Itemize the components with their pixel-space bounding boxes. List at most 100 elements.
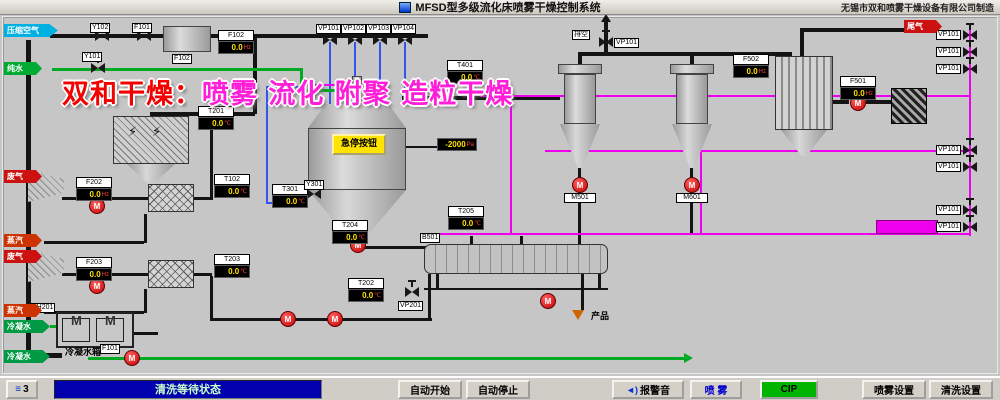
stream-label: 压缩空气 [4, 24, 58, 37]
instrument-tag: F203 [76, 257, 112, 268]
mute-alarm-button[interactable]: ◄)报警音 [612, 380, 684, 399]
valve-tag: F101 [132, 23, 152, 33]
pipe [480, 95, 970, 97]
instrument-unit: ℃ [240, 269, 247, 275]
valve-VP101[interactable] [963, 215, 977, 232]
valve-VP101[interactable] [963, 155, 977, 172]
pipe [132, 332, 158, 335]
page-button[interactable]: ≡ 3 [6, 380, 38, 399]
valve-VP201[interactable] [405, 280, 419, 297]
equipment-label: M [105, 313, 116, 328]
menu-icon: ≡ [15, 384, 22, 395]
vent-arrow-icon [601, 14, 611, 22]
pipe [831, 100, 849, 104]
pipe [253, 38, 257, 114]
instrument-tag: T204 [332, 220, 368, 231]
button-label: 报警音 [639, 386, 670, 397]
stream-label: 尾气 [904, 20, 942, 33]
heat-exchanger-2 [148, 260, 194, 288]
pipe [210, 276, 213, 320]
pump-motor[interactable]: M [124, 350, 140, 366]
pipe [52, 68, 302, 71]
pipe [604, 22, 608, 54]
pipe [581, 274, 584, 310]
valve-VP101[interactable] [963, 138, 977, 155]
instrument-unit: ℃ [473, 75, 480, 81]
cyclone2-body [676, 74, 708, 124]
valve-VP101[interactable] [963, 198, 977, 215]
pipe [578, 52, 690, 56]
valve-VP104[interactable] [398, 28, 412, 45]
equipment-label: 排空 [572, 30, 590, 40]
motor-letter: M [331, 314, 339, 324]
button-label: 喷雾设置 [874, 386, 914, 397]
fluid-bed [424, 244, 608, 274]
pump-tag: M601 [676, 193, 708, 203]
valve-VP102[interactable] [348, 28, 362, 45]
motor-letter: M [576, 180, 584, 190]
clean-settings-button[interactable]: 清洗设置 [929, 380, 993, 399]
instrument-tag: T301 [272, 184, 308, 195]
valve-Y301[interactable] [307, 182, 321, 199]
stream-label: 废气 [4, 170, 42, 183]
instrument-value: 0.0℃ [214, 265, 250, 278]
instrument-value: 0.0℃ [332, 231, 368, 244]
pipe [700, 152, 702, 233]
valve-tag: VP101 [936, 64, 962, 74]
valve-tag: VP101 [936, 30, 962, 40]
valve-VP101[interactable] [963, 40, 977, 57]
instrument-tag: F501 [840, 76, 876, 87]
speaker-icon: ◄) [626, 384, 638, 395]
motor-letter: M [854, 98, 862, 108]
spray-mode-button[interactable]: 喷 雾 [690, 380, 742, 399]
stream-label: 蒸汽 [4, 234, 42, 247]
stream-label: 冷凝水 [4, 320, 50, 333]
pump-motor[interactable]: M [540, 293, 556, 309]
instrument-unit: Hz [101, 191, 109, 198]
pipe [379, 42, 381, 106]
auto-stop-button[interactable]: 自动停止 [466, 380, 530, 399]
valve-VP101[interactable] [599, 30, 613, 47]
auto-start-button[interactable]: 自动开始 [398, 380, 462, 399]
motor-letter: M [354, 240, 362, 250]
equipment-label: 产品 [591, 311, 610, 321]
pipe [520, 236, 523, 246]
cyclone1-rim [558, 64, 602, 74]
spray-settings-button[interactable]: 喷雾设置 [862, 380, 926, 399]
stream-label: 废气 [4, 250, 42, 263]
valve-VP103[interactable] [373, 28, 387, 45]
watermark: 双和干燥：喷雾 流化 附聚 造粒干燥 [62, 72, 513, 111]
pump-motor[interactable]: M [327, 311, 343, 327]
pipe [404, 42, 406, 106]
instrument-unit: ℃ [474, 221, 481, 227]
stream-label: 纯水 [4, 62, 42, 75]
equipment-label: F101 [100, 344, 120, 354]
pipe [300, 68, 303, 92]
pump-motor[interactable]: M [280, 311, 296, 327]
heat-exchanger-1 [148, 184, 194, 212]
valve-tag: VP101 [936, 145, 962, 155]
valve-VP101[interactable] [323, 28, 337, 45]
instrument-unit: ℃ [358, 235, 365, 241]
valve-VP101[interactable] [963, 57, 977, 74]
motor-letter: M [544, 296, 552, 306]
atomizer-motor [352, 76, 362, 86]
watermark-brand: 双和干燥： [62, 79, 202, 110]
valve-VP101[interactable] [963, 23, 977, 40]
instrument-unit: ℃ [240, 189, 247, 195]
cip-button[interactable]: CIP [760, 380, 818, 399]
button-label: 自动开始 [410, 386, 450, 397]
spray-dryer-body [308, 128, 406, 190]
emergency-stop-button[interactable]: 急停按钮 [332, 134, 386, 155]
instrument-value: 0.0℃ [272, 195, 308, 208]
pipe [88, 357, 686, 360]
